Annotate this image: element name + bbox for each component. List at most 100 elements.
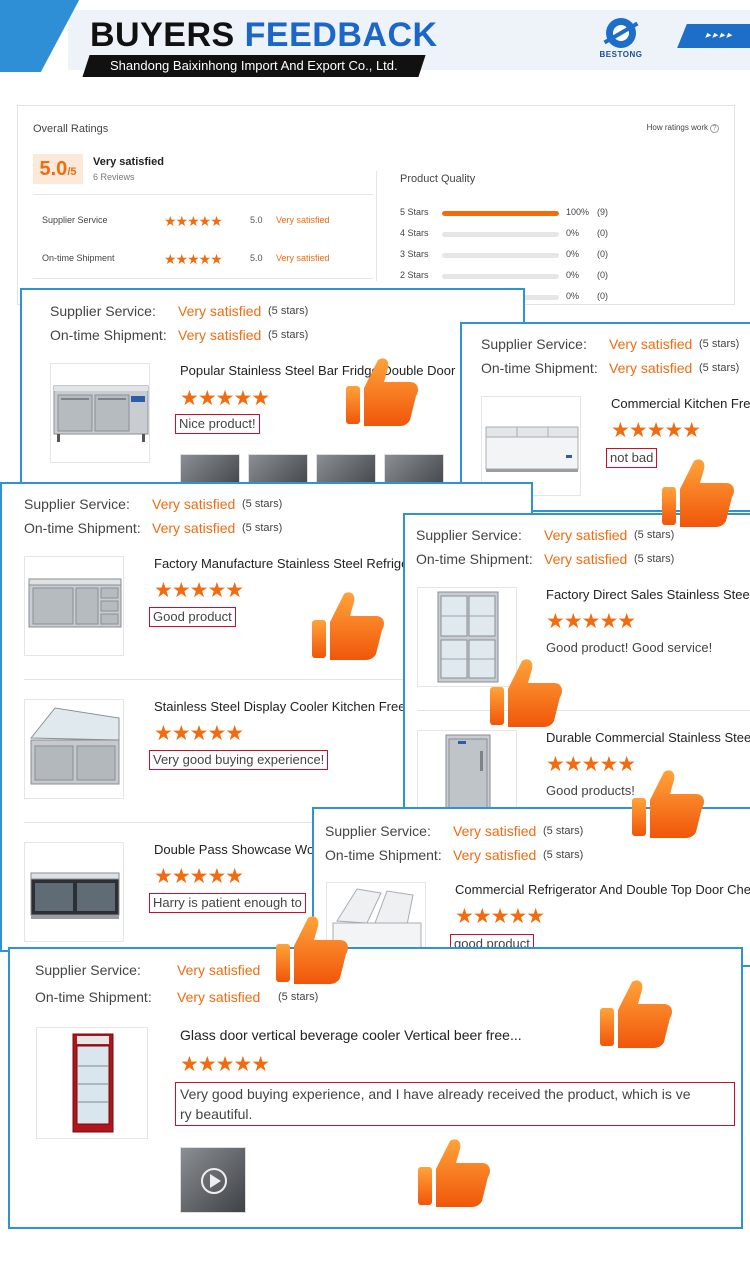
title-word-buyers: BUYERS	[90, 16, 235, 54]
product-image[interactable]	[24, 699, 124, 799]
review-card-1: Supplier Service: Very satisfied (5 star…	[20, 288, 525, 488]
product-name[interactable]: Double Pass Showcase Worktop	[154, 842, 344, 857]
beverage-cooler-icon	[72, 1033, 114, 1133]
star-rating-icons: ★★★★★	[164, 213, 223, 229]
quality-bar-5: 5 Stars 100% (9)	[400, 207, 635, 221]
bar-track	[442, 211, 559, 216]
product-star-icons: ★★★★★	[154, 722, 244, 745]
bar-label: 3 Stars	[400, 249, 429, 259]
how-ratings-work-link[interactable]: How ratings work?	[647, 123, 719, 133]
supplier-service-value: Very satisfied	[544, 527, 628, 543]
review-photo[interactable]	[248, 454, 308, 486]
review-comment-line: ry beautiful.	[180, 1106, 253, 1122]
bar-count: (9)	[597, 207, 608, 217]
bar-count: (0)	[597, 249, 608, 259]
thumbs-up-icon	[662, 459, 734, 527]
thumbs-up-icon	[418, 1139, 490, 1207]
rating-row-shipment: On-time Shipment ★★★★★ 5.0 Very satisfie…	[18, 251, 373, 273]
product-image[interactable]	[417, 730, 517, 811]
logo-text: BESTONG	[599, 50, 643, 59]
divider	[33, 194, 373, 195]
review-count: 6 Reviews	[93, 172, 135, 182]
title-word-feedback: FEEDBACK	[244, 16, 438, 54]
rating-row-supplier: Supplier Service ★★★★★ 5.0 Very satisfie…	[18, 213, 373, 235]
page-header: BUYERS FEEDBACK Shandong Baixinhong Impo…	[0, 0, 750, 90]
review-comment: Nice product!	[175, 414, 260, 434]
bar-track	[442, 232, 559, 237]
product-name[interactable]: Commercial Refrigerator And Double Top D…	[455, 882, 750, 897]
product-name[interactable]: Stainless Steel Display Cooler Kitchen F…	[154, 699, 424, 714]
product-star-icons: ★★★★★	[546, 753, 636, 776]
review-comment: Good product	[149, 607, 236, 627]
review-card-6: Supplier Service: Very satisfied On-time…	[8, 947, 743, 1229]
product-name[interactable]: Factory Manufacture Stainless Steel Refr…	[154, 556, 436, 571]
quality-bar-3: 3 Stars 0% (0)	[400, 249, 635, 263]
shipment-label: On-time Shipment:	[24, 520, 141, 536]
review-card-2: Supplier Service: Very satisfied (5 star…	[460, 322, 750, 512]
review-photo[interactable]	[384, 454, 444, 486]
thumbs-up-icon	[600, 980, 672, 1048]
shipment-value: Very satisfied	[178, 327, 262, 343]
product-image[interactable]	[24, 842, 124, 942]
shipment-stars-count: (5 stars)	[268, 329, 309, 341]
bar-track	[442, 274, 559, 279]
supplier-service-value: Very satisfied	[152, 496, 236, 512]
undercounter-fridge-icon	[53, 385, 149, 442]
glass-door-upright-fridge-icon	[437, 591, 499, 683]
review-comment: Good product! Good service!	[546, 640, 713, 655]
bar-count: (0)	[597, 270, 608, 280]
product-image[interactable]	[481, 396, 581, 496]
vertical-divider	[376, 171, 377, 281]
supplier-service-value: Very satisfied	[609, 336, 693, 352]
product-star-icons: ★★★★★	[611, 419, 701, 442]
product-name[interactable]: Commercial Kitchen Freezer	[611, 396, 750, 411]
product-image[interactable]	[417, 587, 517, 687]
rating-row-label: On-time Shipment	[42, 253, 115, 263]
supplier-stars-count: (5 stars)	[242, 498, 283, 510]
bestong-logo: BESTONG	[595, 18, 647, 62]
review-card-4: Supplier Service: Very satisfied (5 star…	[403, 513, 750, 813]
review-photo[interactable]	[180, 454, 240, 486]
product-name[interactable]: Factory Direct Sales Stainless Steel	[546, 587, 750, 602]
logo-mark-icon	[606, 18, 636, 48]
arrow-icons: ▸▸▸▸	[703, 30, 737, 41]
review-comment: Very good buying experience, and I have …	[175, 1082, 735, 1126]
supplier-service-value: Very satisfied	[177, 962, 261, 978]
rating-row-value: 5.0	[250, 215, 263, 225]
shipment-stars-count: (5 stars)	[278, 991, 319, 1003]
bar-label: 5 Stars	[400, 207, 429, 217]
chest-freezer-icon	[485, 426, 579, 472]
bar-percent: 100%	[566, 207, 590, 217]
divider	[417, 710, 750, 711]
review-video-thumbnail[interactable]	[180, 1147, 246, 1213]
product-name[interactable]: Glass door vertical beverage cooler Vert…	[180, 1027, 522, 1043]
shipment-label: On-time Shipment:	[325, 847, 442, 863]
supplier-service-label: Supplier Service:	[416, 527, 522, 543]
how-ratings-label: How ratings work	[646, 123, 708, 132]
shipment-stars-count: (5 stars)	[242, 522, 283, 534]
rating-row-label: Supplier Service	[42, 215, 108, 225]
shipment-label: On-time Shipment:	[50, 327, 167, 343]
bar-percent: 0%	[566, 228, 580, 238]
prep-table-fridge-icon	[28, 578, 122, 628]
product-star-icons: ★★★★★	[180, 387, 270, 410]
review-comment-line: Very good buying experience, and I have …	[180, 1086, 691, 1102]
bar-count: (0)	[597, 291, 608, 301]
supplier-service-label: Supplier Service:	[50, 303, 156, 319]
shipment-value: Very satisfied	[453, 847, 537, 863]
thumbs-up-icon	[632, 770, 704, 838]
shipment-label: On-time Shipment:	[35, 989, 152, 1005]
bar-percent: 0%	[566, 249, 580, 259]
review-comment: Good products!	[546, 783, 635, 798]
supplier-stars-count: (5 stars)	[634, 529, 675, 541]
product-image[interactable]	[50, 363, 150, 463]
product-name[interactable]: Durable Commercial Stainless Steel	[546, 730, 750, 745]
product-star-icons: ★★★★★	[154, 579, 244, 602]
product-image[interactable]	[36, 1027, 148, 1139]
review-photo[interactable]	[316, 454, 376, 486]
help-icon: ?	[710, 124, 719, 133]
divider	[33, 278, 373, 279]
product-star-icons: ★★★★★	[546, 610, 636, 633]
product-image[interactable]	[24, 556, 124, 656]
